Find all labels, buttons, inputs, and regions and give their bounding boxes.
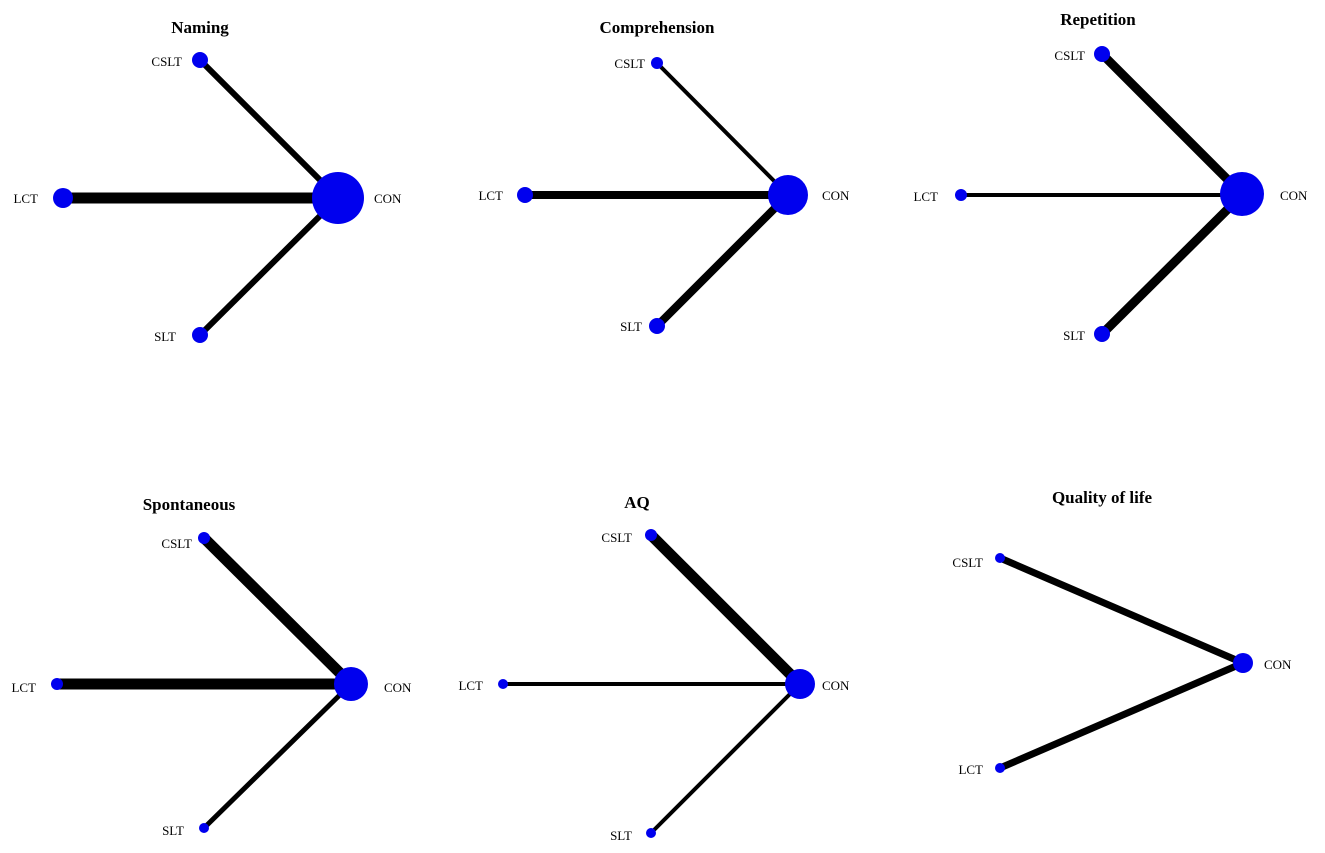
node-spontaneous-cslt	[198, 532, 210, 544]
panel-spontaneous: Spontaneous CSLT LCT SLT CON	[11, 495, 412, 838]
label-comprehension-cslt: CSLT	[614, 56, 645, 71]
panel-comprehension: Comprehension CSLT LCT SLT CON	[478, 18, 850, 334]
node-spontaneous-lct	[51, 678, 63, 690]
edge-aq-cslt-con	[647, 531, 804, 688]
edge-comprehension-cslt-con	[655, 61, 790, 197]
node-aq-cslt	[645, 529, 657, 541]
node-qol-lct	[995, 763, 1005, 773]
label-naming-slt: SLT	[154, 329, 176, 344]
edge-aq-slt-con	[649, 682, 802, 835]
node-aq-slt	[646, 828, 656, 838]
node-qol-cslt	[995, 553, 1005, 563]
node-naming-slt	[192, 327, 208, 343]
edge-spontaneous-cslt-con	[200, 534, 355, 688]
edge-naming-slt-con	[197, 195, 341, 338]
node-repetition-con	[1220, 172, 1264, 216]
edge-repetition-cslt-con	[1098, 50, 1246, 198]
panel-title-spontaneous: Spontaneous	[143, 495, 236, 514]
label-naming-con: CON	[374, 191, 402, 206]
node-comprehension-cslt	[651, 57, 663, 69]
node-naming-con	[312, 172, 364, 224]
panel-title-naming: Naming	[171, 18, 229, 37]
node-comprehension-con	[768, 175, 808, 215]
label-aq-lct: LCT	[458, 678, 483, 693]
edge-qol-lct-con	[998, 659, 1245, 772]
node-comprehension-lct	[517, 187, 533, 203]
panel-quality-of-life: Quality of life CSLT LCT CON	[952, 488, 1292, 777]
label-qol-cslt: CSLT	[952, 555, 983, 570]
panel-title-quality-of-life: Quality of life	[1052, 488, 1153, 507]
label-comprehension-lct: LCT	[478, 188, 503, 203]
label-naming-cslt: CSLT	[151, 54, 182, 69]
label-comprehension-con: CON	[822, 188, 850, 203]
label-comprehension-slt: SLT	[620, 319, 642, 334]
edge-repetition-slt-con	[1098, 191, 1246, 338]
node-qol-con	[1233, 653, 1253, 673]
label-aq-cslt: CSLT	[601, 530, 632, 545]
panel-repetition: Repetition CSLT LCT SLT CON	[913, 10, 1308, 343]
edge-naming-cslt-con	[197, 57, 341, 201]
node-repetition-slt	[1094, 326, 1110, 342]
node-naming-lct	[53, 188, 73, 208]
node-aq-lct	[498, 679, 508, 689]
node-naming-cslt	[192, 52, 208, 68]
panel-naming: Naming CSLT LCT SLT CON	[13, 18, 402, 344]
node-spontaneous-con	[334, 667, 368, 701]
node-comprehension-slt	[649, 318, 665, 334]
label-naming-lct: LCT	[13, 191, 38, 206]
label-spontaneous-con: CON	[384, 680, 412, 695]
label-aq-slt: SLT	[610, 828, 632, 843]
edge-spontaneous-slt-con	[202, 682, 353, 830]
label-repetition-cslt: CSLT	[1054, 48, 1085, 63]
panel-aq: AQ CSLT LCT SLT CON	[458, 493, 850, 843]
node-aq-con	[785, 669, 815, 699]
label-spontaneous-slt: SLT	[162, 823, 184, 838]
label-spontaneous-lct: LCT	[11, 680, 36, 695]
label-spontaneous-cslt: CSLT	[161, 536, 192, 551]
node-repetition-lct	[955, 189, 967, 201]
label-qol-lct: LCT	[958, 762, 983, 777]
edge-comprehension-slt-con	[654, 192, 791, 329]
panel-title-aq: AQ	[624, 493, 650, 512]
panel-title-comprehension: Comprehension	[600, 18, 715, 37]
label-repetition-lct: LCT	[913, 189, 938, 204]
node-repetition-cslt	[1094, 46, 1110, 62]
panel-title-repetition: Repetition	[1060, 10, 1136, 29]
label-qol-con: CON	[1264, 657, 1292, 672]
label-repetition-slt: SLT	[1063, 328, 1085, 343]
label-repetition-con: CON	[1280, 188, 1308, 203]
node-spontaneous-slt	[199, 823, 209, 833]
edge-qol-cslt-con	[998, 554, 1245, 667]
label-aq-con: CON	[822, 678, 850, 693]
